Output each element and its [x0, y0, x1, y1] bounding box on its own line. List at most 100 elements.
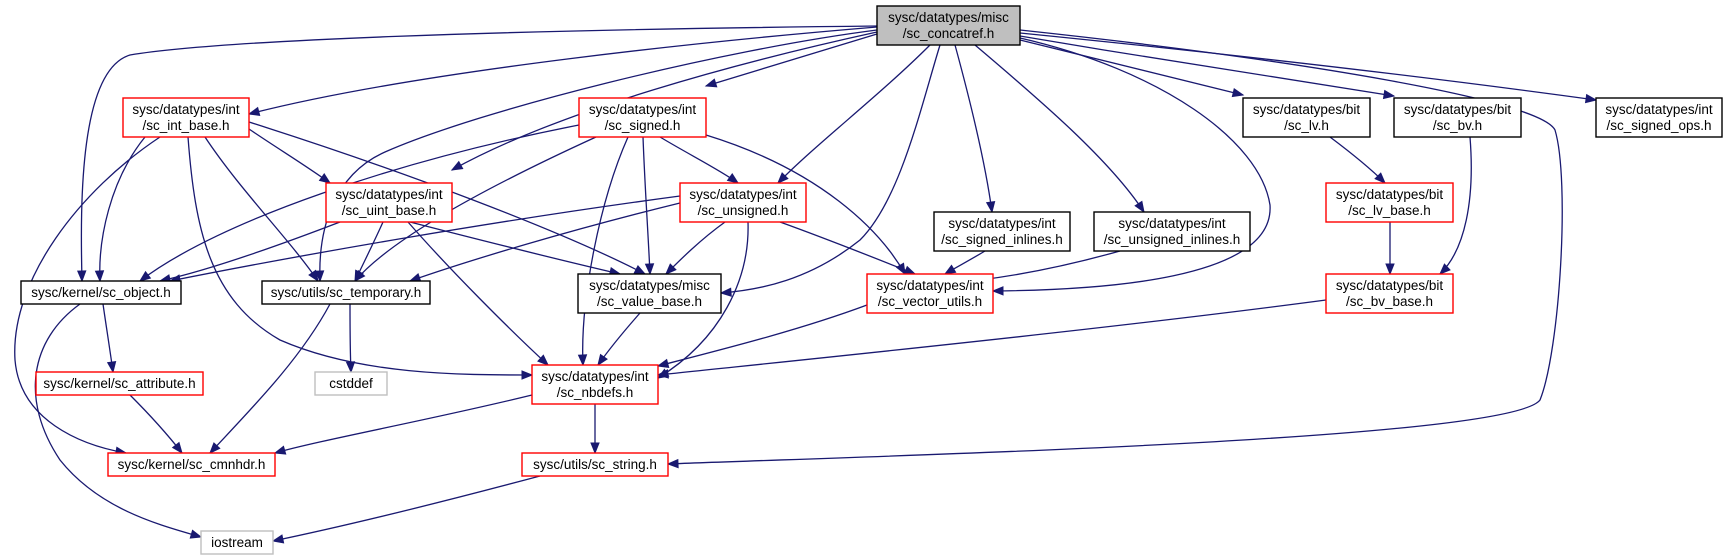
- edge-arrowhead: [777, 172, 789, 184]
- node-box: [314, 371, 388, 396]
- edge-arrowhead: [726, 173, 740, 184]
- edge-object-to-iostream: [34, 303, 203, 539]
- node-box: [20, 280, 182, 305]
- edge-int_base-to-uint_base: [248, 128, 332, 184]
- node-label-line: sysc/datatypes/int: [1605, 102, 1713, 117]
- node-box: [122, 97, 250, 138]
- node-label-line: sysc/kernel/sc_attribute.h: [43, 376, 195, 391]
- edge-line: [657, 304, 868, 367]
- edge-line: [204, 136, 319, 282]
- edge-line: [720, 44, 941, 294]
- node-concatref[interactable]: sysc/datatypes/misc/sc_concatref.h: [876, 5, 1021, 46]
- node-box: [577, 273, 722, 314]
- edge-uint_base-to-temporary: [354, 221, 384, 283]
- edge-value_base-to-nbdefs: [597, 312, 641, 367]
- edge-uint_base-to-nbdefs: [407, 221, 549, 366]
- node-label-line: /sc_lv.h: [1284, 118, 1329, 133]
- node-label-line: sysc/utils/sc_string.h: [533, 457, 657, 472]
- edge-arrowhead: [1385, 263, 1395, 276]
- node-label-line: sysc/datatypes/int: [541, 369, 649, 384]
- edge-concatref-to-signed_inlines: [954, 44, 996, 214]
- node-label-line: /sc_signed.h: [605, 118, 681, 133]
- node-label-line: sysc/datatypes/int: [689, 187, 797, 202]
- node-box: [578, 97, 707, 138]
- edge-arrowhead: [314, 270, 325, 283]
- edge-arrowhead: [209, 442, 221, 454]
- edge-line: [14, 136, 161, 454]
- edge-int_base-to-nbdefs: [187, 136, 534, 380]
- node-int-base[interactable]: sysc/datatypes/int/sc_int_base.h: [122, 97, 250, 138]
- edge-arrowhead: [597, 353, 608, 367]
- node-lv[interactable]: sysc/datatypes/bit/sc_lv.h: [1242, 97, 1371, 138]
- edge-nbdefs-to-string: [590, 404, 600, 455]
- node-box: [261, 280, 431, 305]
- edge-concatref-to-int_base: [247, 26, 878, 116]
- node-label-line: /sc_unsigned_inlines.h: [1104, 232, 1241, 247]
- node-box: [1242, 97, 1371, 138]
- edge-arrowhead: [521, 370, 534, 380]
- edge-arrowhead: [985, 200, 996, 214]
- node-signed[interactable]: sysc/datatypes/int/sc_signed.h: [578, 97, 707, 138]
- edge-line: [34, 303, 202, 538]
- edge-line: [99, 136, 146, 282]
- edge-arrowhead: [656, 358, 670, 368]
- node-unsigned-inlines[interactable]: sysc/datatypes/int/sc_unsigned_inlines.h: [1093, 211, 1251, 252]
- node-bv[interactable]: sysc/datatypes/bit/sc_bv.h: [1393, 97, 1522, 138]
- node-nbdefs[interactable]: sysc/datatypes/int/sc_nbdefs.h: [531, 364, 659, 405]
- edge-line: [409, 202, 681, 282]
- edge-unsigned-to-value_base: [665, 221, 726, 275]
- node-box: [1325, 273, 1454, 314]
- edge-line: [642, 136, 651, 275]
- edge-signed-to-nbdefs: [577, 136, 629, 367]
- edge-arrowhead: [644, 263, 655, 276]
- edge-line: [657, 221, 749, 379]
- node-box: [876, 5, 1021, 46]
- edge-concatref-to-bv: [1019, 35, 1396, 100]
- node-label-line: sysc/kernel/sc_cmnhdr.h: [118, 457, 266, 472]
- edge-arrowhead: [1439, 263, 1451, 275]
- edge-int_base-to-temporary: [204, 136, 319, 283]
- edge-int_base-to-object: [94, 136, 146, 283]
- node-unsigned[interactable]: sysc/datatypes/int/sc_unsigned.h: [679, 182, 807, 223]
- node-label-line: /sc_bv_base.h: [1346, 294, 1433, 309]
- edge-string-to-iostream: [271, 475, 541, 544]
- edge-line: [667, 29, 1563, 465]
- node-attribute[interactable]: sysc/kernel/sc_attribute.h: [35, 371, 204, 396]
- edge-arrowhead: [345, 361, 356, 374]
- edge-lv-to-lv_base: [1329, 136, 1386, 184]
- node-signed-ops[interactable]: sysc/datatypes/int/sc_signed_ops.h: [1595, 97, 1723, 138]
- node-temporary[interactable]: sysc/utils/sc_temporary.h: [261, 280, 431, 305]
- edge-concatref-to-signed: [704, 33, 878, 88]
- node-label-line: iostream: [211, 535, 263, 550]
- node-label-line: /sc_value_base.h: [597, 294, 702, 309]
- node-object[interactable]: sysc/kernel/sc_object.h: [20, 280, 182, 305]
- node-uint-base[interactable]: sysc/datatypes/int/sc_uint_base.h: [325, 182, 453, 223]
- node-box: [1595, 97, 1723, 138]
- edge-arrowhead: [106, 360, 117, 374]
- edge-line: [129, 394, 183, 454]
- node-string[interactable]: sysc/utils/sc_string.h: [521, 452, 669, 477]
- edge-arrowhead: [991, 286, 1004, 296]
- edge-line: [1019, 32, 1597, 101]
- edge-bv-to-bv_base: [1439, 136, 1472, 275]
- node-label-line: /sc_uint_base.h: [342, 203, 437, 218]
- edge-attribute-to-cmnhdr: [129, 394, 183, 455]
- node-vector-utils[interactable]: sysc/datatypes/int/sc_vector_utils.h: [866, 273, 994, 314]
- edge-line: [992, 37, 1271, 292]
- node-signed-inlines[interactable]: sysc/datatypes/int/sc_signed_inlines.h: [933, 211, 1071, 252]
- edge-arrowhead: [247, 106, 261, 116]
- node-label-line: cstddef: [329, 376, 373, 391]
- node-box: [35, 371, 204, 396]
- edge-arrowhead: [1584, 93, 1598, 104]
- node-value-base[interactable]: sysc/datatypes/misc/sc_value_base.h: [577, 273, 722, 314]
- edge-arrowhead: [1231, 87, 1245, 98]
- edge-line: [582, 136, 629, 366]
- node-lv-base[interactable]: sysc/datatypes/bit/sc_lv_base.h: [1325, 182, 1454, 223]
- node-box: [1325, 182, 1454, 223]
- node-label-line: sysc/datatypes/int: [1118, 216, 1226, 231]
- edge-concatref-to-unsigned: [777, 44, 931, 184]
- edge-arrowhead: [354, 269, 364, 283]
- edge-arrowhead: [943, 264, 957, 275]
- node-bv-base[interactable]: sysc/datatypes/bit/sc_bv_base.h: [1325, 273, 1454, 314]
- node-cmnhdr[interactable]: sysc/kernel/sc_cmnhdr.h: [107, 452, 276, 477]
